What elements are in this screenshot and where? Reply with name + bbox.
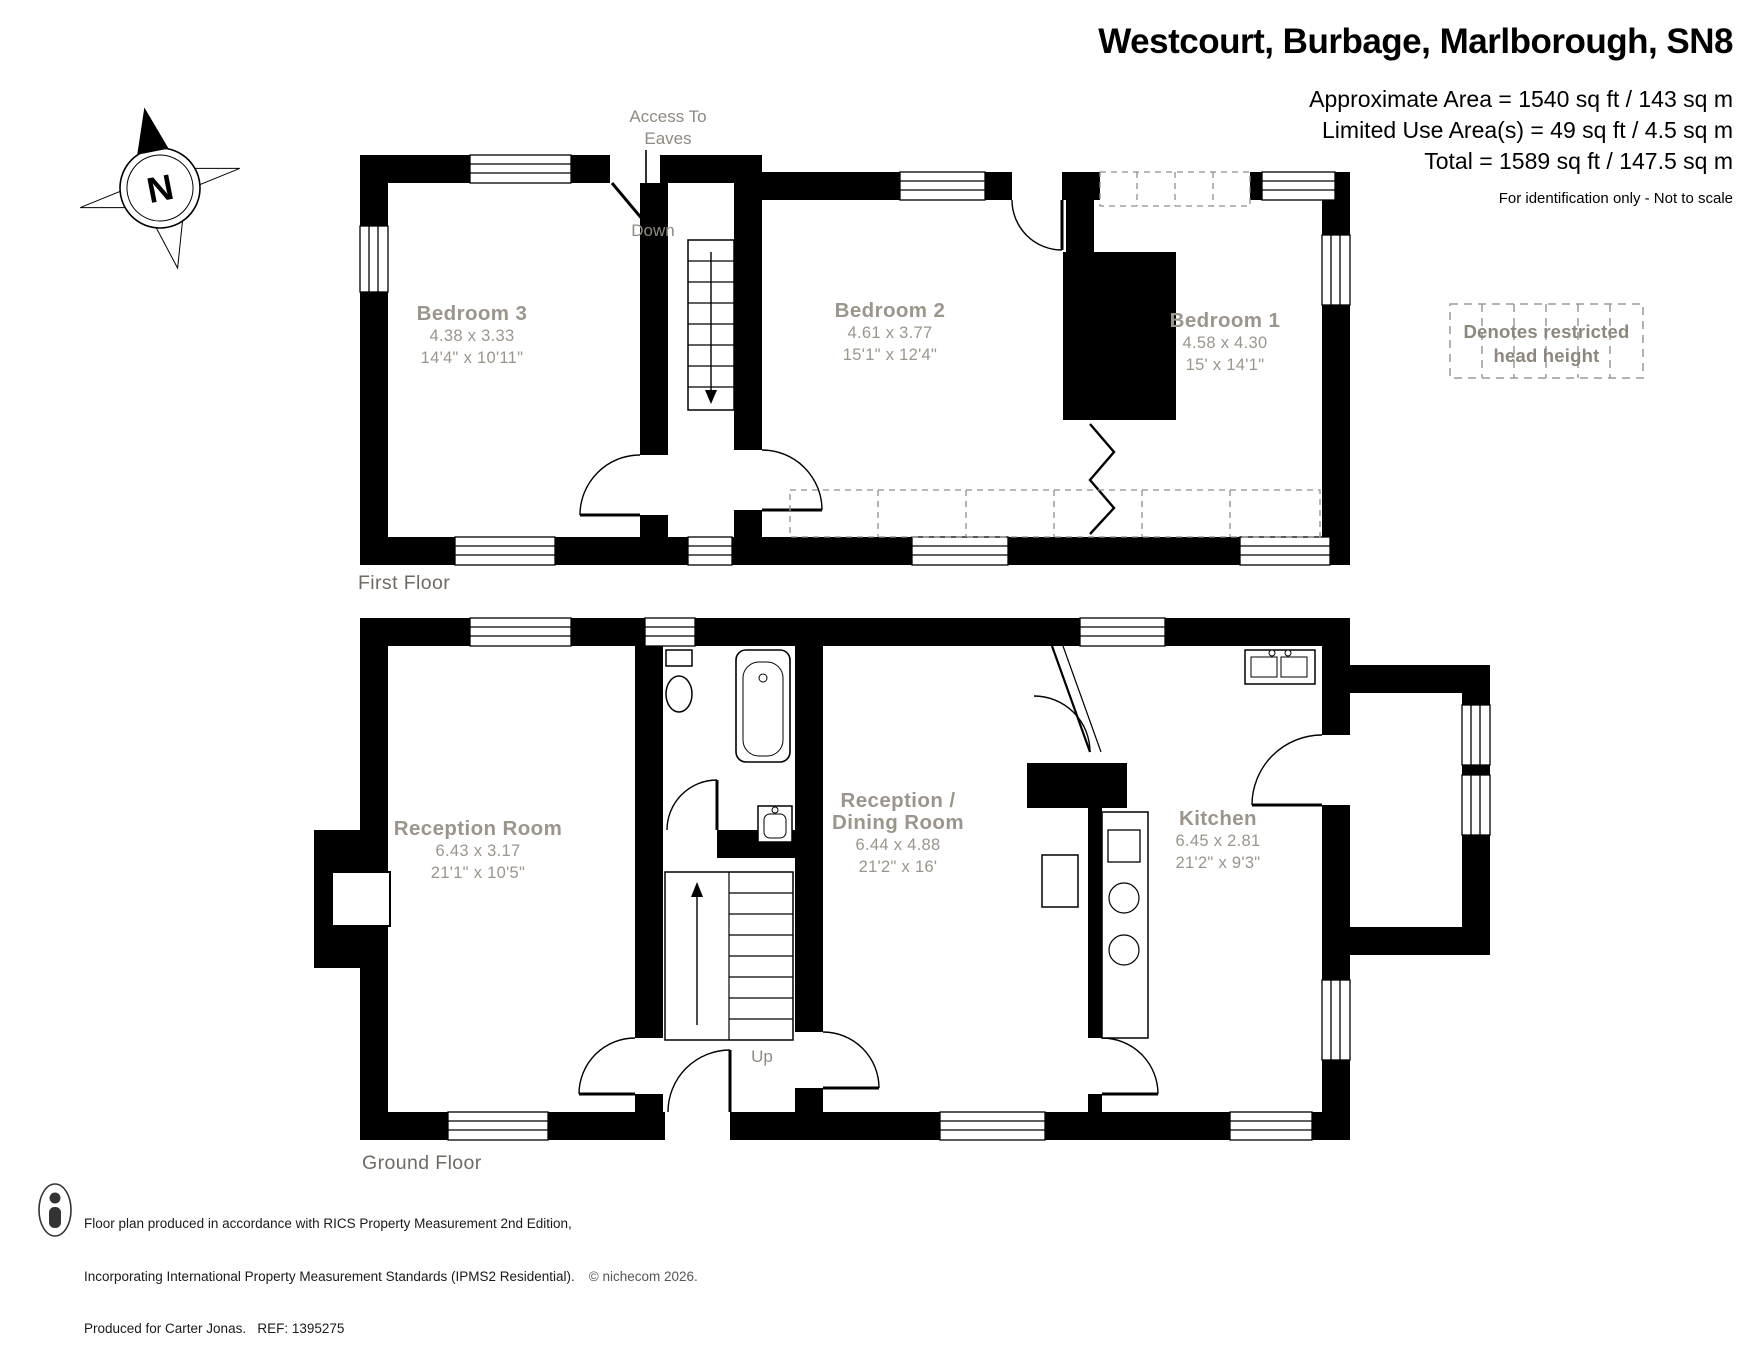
ground-floor-doors [578, 645, 1323, 1113]
limited-use-area: Limited Use Area(s) = 49 sq ft / 4.5 sq … [1322, 117, 1733, 143]
stairs-ground-floor [664, 871, 794, 1041]
hob-ring [1108, 882, 1140, 914]
kitchen-unit [1041, 854, 1079, 908]
room-name: Bedroom 2 [834, 299, 946, 322]
folding-door [1088, 423, 1116, 535]
room-label-dining: Reception / Dining Room 6.44 x 4.88 21'2… [823, 790, 973, 878]
footer-line2-row: Incorporating International Property Mea… [84, 1268, 698, 1286]
room-dim-metric: 4.38 x 3.33 [429, 327, 515, 345]
room-dim-imperial: 21'2" x 9'3" [1175, 854, 1261, 872]
toilet-icon [665, 649, 693, 667]
room-dim-metric: 6.43 x 3.17 [435, 842, 521, 860]
porch-door-arc [1251, 734, 1323, 806]
page-title: Westcourt, Burbage, Marlborough, SN8 [1098, 22, 1733, 61]
room-label-bedroom-2: Bedroom 2 4.61 x 3.77 15'1" x 12'4" [835, 300, 946, 366]
chimney-ground-floor [1027, 763, 1127, 808]
room-name: Bedroom 3 [416, 302, 528, 325]
room-dim-metric: 6.44 x 4.88 [855, 836, 941, 854]
room-label-bedroom-3: Bedroom 3 4.38 x 3.33 14'4" x 10'11" [417, 303, 528, 369]
chimney-stub [1066, 200, 1094, 252]
floor-label-first: First Floor [358, 572, 451, 594]
annotation-down: Down [631, 221, 675, 240]
room-name: Reception Room [393, 817, 563, 840]
room-dim-metric: 4.58 x 4.30 [1182, 334, 1268, 352]
floor-label-ground: Ground Floor [362, 1152, 482, 1174]
room-dim-imperial: 14'4" x 10'11" [420, 349, 524, 367]
ground-floor-plan [314, 617, 1491, 1141]
room-label-reception: Reception Room 6.43 x 3.17 21'1" x 10'5" [394, 818, 562, 884]
floorplan-page: { "header": { "title": "Westcourt, Burba… [38, 22, 1734, 1336]
disclaimer: For identification only - Not to scale [1498, 190, 1733, 207]
room-dim-imperial: 15' x 14'1" [1185, 356, 1265, 374]
ground-floor-windows [447, 617, 1491, 1141]
room-dim-imperial: 21'1" x 10'5" [430, 864, 526, 882]
stairs-first-floor [687, 239, 735, 411]
annotation-up: Up [751, 1047, 773, 1066]
room-name: Bedroom 1 [1169, 309, 1281, 332]
fireplace [331, 871, 391, 927]
room-label-kitchen: Kitchen 6.45 x 2.81 21'2" x 9'3" [1176, 808, 1261, 874]
room-label-bedroom-1: Bedroom 1 4.58 x 4.30 15' x 14'1" [1170, 310, 1281, 376]
area-summary: Approximate Area = 1540 sq ft / 143 sq m… [1309, 84, 1733, 214]
bathroom-fixtures [665, 649, 793, 843]
total-area: Total = 1589 sq ft / 147.5 sq m [1424, 148, 1733, 174]
footer-ref: Produced for Carter Jonas. REF: 1395275 [84, 1321, 345, 1336]
approximate-area: Approximate Area = 1540 sq ft / 143 sq m [1309, 86, 1733, 112]
room-dim-metric: 4.61 x 3.77 [847, 324, 933, 342]
access-arrow [640, 150, 652, 202]
first-floor-windows [359, 154, 1351, 566]
legend-restricted-label: Denotes restricted head height [1463, 321, 1630, 366]
footer: Floor plan produced in accordance with R… [84, 1180, 698, 1355]
room-name: Kitchen [1179, 807, 1257, 830]
person-icon [38, 1183, 72, 1237]
footer-line2: Incorporating International Property Mea… [84, 1268, 575, 1284]
room-name: Reception / Dining Room [832, 789, 964, 834]
splayed-opening [1050, 645, 1092, 753]
legend-restricted-swatch [1449, 303, 1644, 379]
floorplan-drawing: N [38, 107, 1644, 1237]
restricted-area-dashed [789, 171, 1321, 538]
hob-ring [1108, 934, 1140, 966]
annotation-access-to-eaves: Access To Eaves [629, 107, 707, 148]
compass: N [80, 107, 240, 270]
chimney-first-floor [1063, 252, 1176, 420]
room-dim-imperial: 21'2" x 16' [858, 858, 938, 876]
stairs-up-arrow [691, 882, 703, 897]
stairs-down-arrow [705, 390, 717, 404]
kitchen-fixtures [1041, 649, 1316, 1039]
room-dim-metric: 6.45 x 2.81 [1175, 832, 1261, 850]
room-dim-imperial: 15'1" x 12'4" [842, 346, 938, 364]
compass-north-needle [137, 107, 169, 155]
footer-line1: Floor plan produced in accordance with R… [84, 1216, 572, 1231]
footer-copyright: © nichecom 2026. [588, 1268, 698, 1284]
first-floor-doors [579, 182, 1116, 535]
kitchen-sink-square [1107, 829, 1141, 863]
first-floor-plan [359, 150, 1351, 566]
